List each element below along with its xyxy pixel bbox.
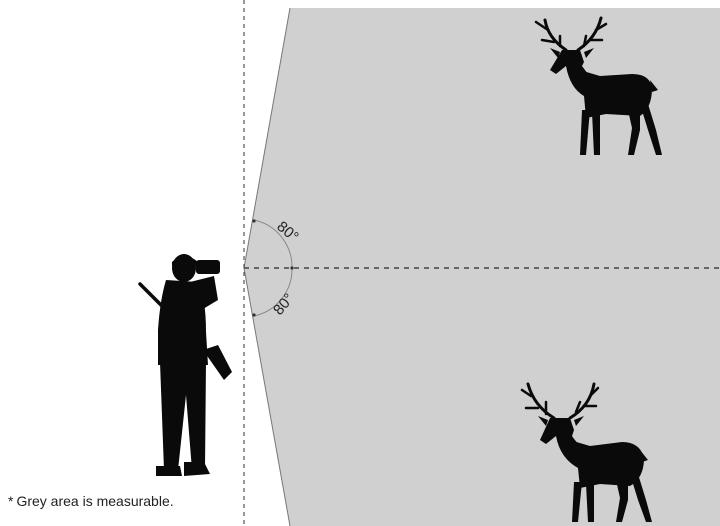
footnote: *Grey area is measurable.	[8, 493, 174, 509]
upper-arc-tick	[252, 219, 255, 222]
hunter-with-binoculars-icon	[140, 254, 232, 476]
footnote-text: Grey area is measurable.	[16, 493, 173, 509]
footnote-star: *	[8, 493, 13, 509]
arc-center-tick	[290, 266, 293, 269]
lower-arc-tick	[252, 313, 255, 316]
